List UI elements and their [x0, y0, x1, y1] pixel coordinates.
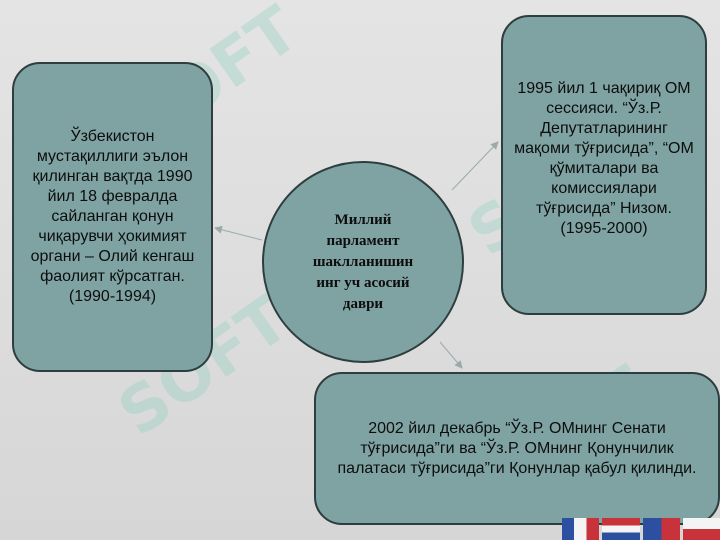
left-period-box: Ўзбекистон мустақиллиги эълон қилинган в… [12, 62, 213, 372]
center-topic-circle: Миллий парламент шаклланишин инг уч асос… [262, 161, 464, 363]
flag-icon [562, 518, 600, 540]
flag-icon [682, 518, 720, 540]
right-period-box: 1995 йил 1 чақириқ ОМ сессияси. “Ўз.Р. Д… [501, 15, 707, 315]
arrow-to-bottom-box [439, 341, 463, 369]
bottom-period-text: 2002 йил декабрь “Ўз.Р. ОМнинг Сенати тў… [337, 419, 697, 477]
flag-icon [642, 518, 680, 540]
center-topic-text: Миллий парламент шаклланишин инг уч асос… [312, 211, 414, 312]
left-period-text: Ўзбекистон мустақиллиги эълон қилинган в… [30, 128, 195, 305]
decorative-flags-strip [562, 518, 720, 540]
arrow-to-left-box [214, 225, 263, 241]
arrow-to-right-box [451, 141, 499, 191]
bottom-period-box: 2002 йил декабрь “Ўз.Р. ОМнинг Сенати тў… [314, 372, 720, 525]
flag-icon [602, 518, 640, 540]
right-period-text: 1995 йил 1 чақириқ ОМ сессияси. “Ўз.Р. Д… [514, 80, 694, 237]
